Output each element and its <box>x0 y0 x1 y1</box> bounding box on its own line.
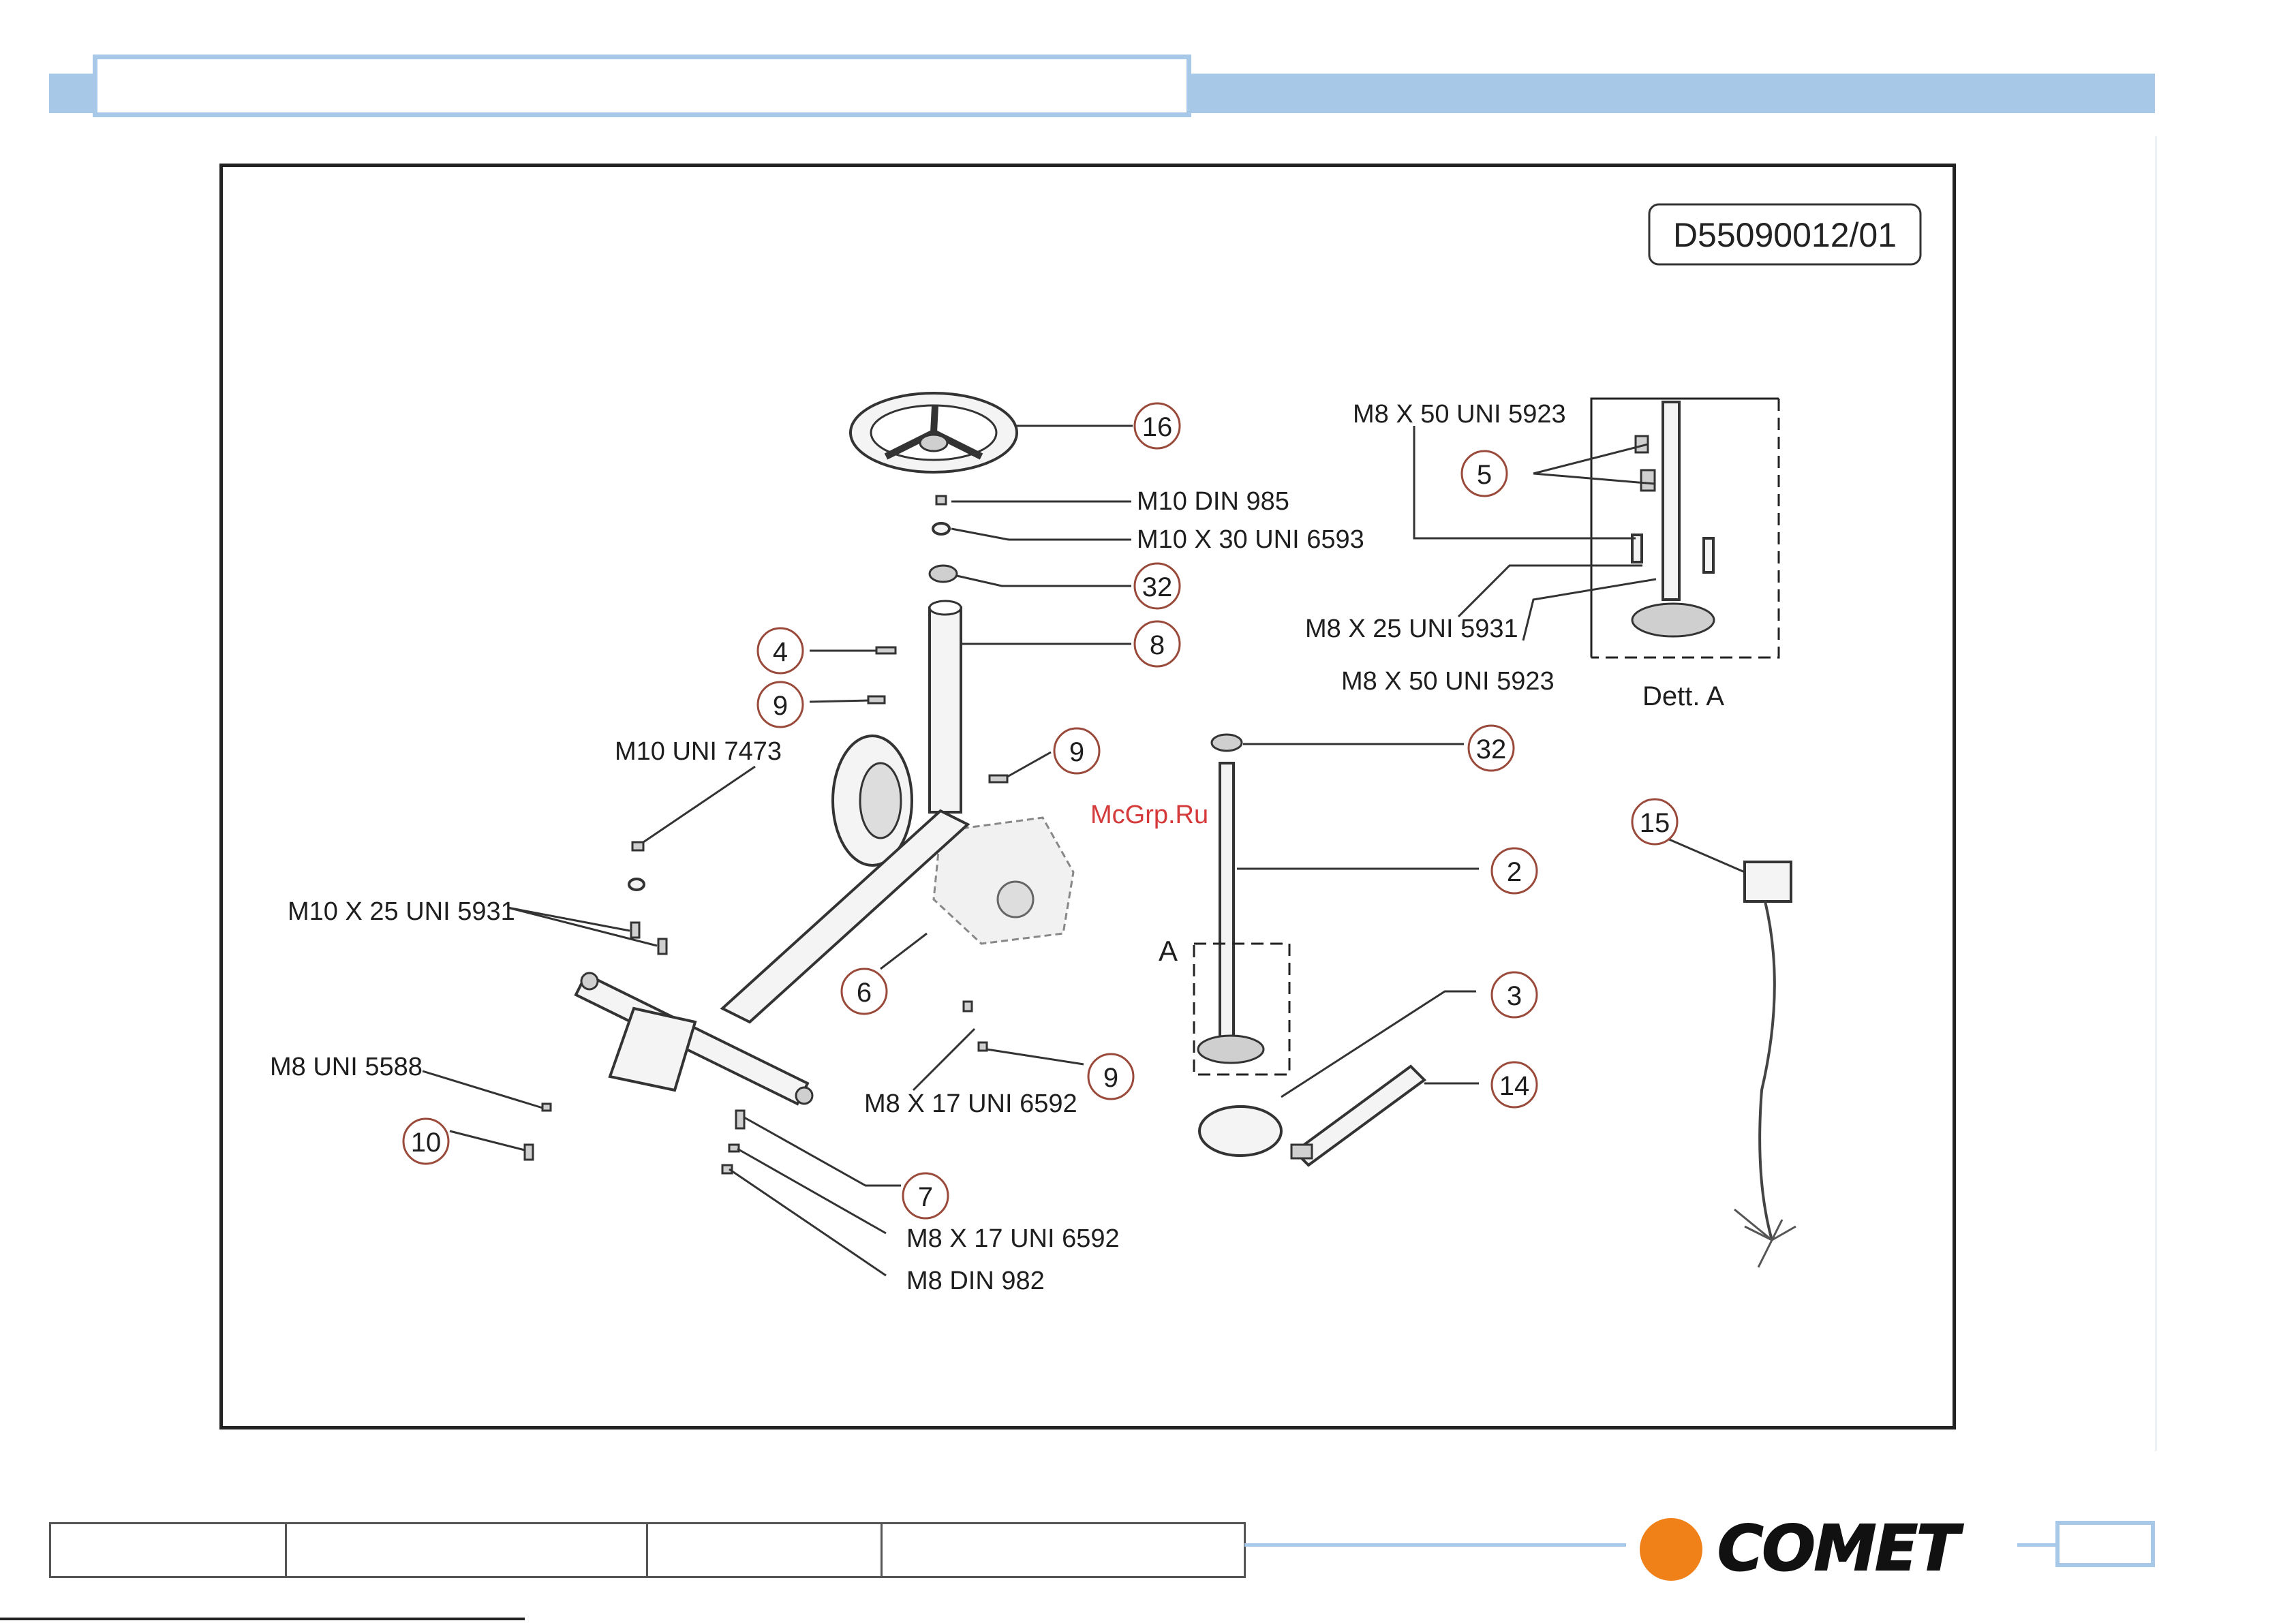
steering-shaft <box>1212 735 1242 1049</box>
label-m8x25-uni5931: M8 X 25 UNI 5931 <box>1305 615 1518 643</box>
label-m8x17-uni6592-mid: M8 X 17 UNI 6592 <box>864 1089 1077 1118</box>
drawing-code: D55090012/01 <box>1673 216 1897 254</box>
callout-9-left: 9 <box>758 682 803 727</box>
detail-a-title: Dett. A <box>1642 681 1724 711</box>
washer-m10b <box>629 879 644 890</box>
callout-14: 14 <box>1492 1062 1537 1107</box>
svg-text:2: 2 <box>1507 857 1522 887</box>
label-m8x17-uni6592-bottom: M8 X 17 UNI 6592 <box>906 1224 1120 1253</box>
svg-text:14: 14 <box>1499 1071 1530 1101</box>
callout-10: 10 <box>403 1119 448 1164</box>
svg-text:6: 6 <box>857 978 872 1008</box>
svg-text:16: 16 <box>1142 412 1173 442</box>
footer-rule-right <box>2017 1543 2058 1547</box>
steering-column-tube <box>930 601 961 812</box>
comet-logo: COMET <box>1630 1507 2012 1589</box>
nut-9c <box>979 1042 987 1051</box>
label-m10-uni7473: M10 UNI 7473 <box>615 737 782 766</box>
svg-text:4: 4 <box>773 637 788 667</box>
logo-dot <box>1640 1518 1702 1581</box>
disc-3 <box>1199 1107 1281 1156</box>
steering-wheel <box>851 393 1017 472</box>
bushing-top <box>930 566 957 582</box>
callout-2: 2 <box>1492 848 1537 893</box>
svg-text:9: 9 <box>1103 1063 1118 1093</box>
detail-a-frame <box>1591 399 1779 658</box>
footer-cell-1 <box>51 1524 287 1576</box>
footer-info-table <box>49 1522 1246 1578</box>
svg-text:15: 15 <box>1640 808 1670 838</box>
svg-text:7: 7 <box>918 1182 933 1212</box>
footer-rule-left <box>1244 1543 1626 1547</box>
label-m10x25-uni5931: M10 X 25 UNI 5931 <box>288 897 515 926</box>
watermark-text: McGrp.Ru <box>1090 801 1208 829</box>
svg-text:9: 9 <box>1069 737 1084 767</box>
label-m10x30-uni6593: M10 X 30 UNI 6593 <box>1137 525 1364 554</box>
callout-3: 3 <box>1492 972 1537 1017</box>
callout-6: 6 <box>842 969 887 1014</box>
page-number-box <box>2055 1521 2155 1567</box>
bolt-m10x25-b <box>658 939 667 954</box>
callout-8: 8 <box>1135 621 1180 666</box>
bolt-9b <box>990 775 1007 782</box>
footer-cell-3 <box>648 1524 883 1576</box>
footer-cell-4 <box>883 1524 1244 1576</box>
nut-m10-7473 <box>632 842 643 850</box>
callout-32-top: 32 <box>1135 563 1180 608</box>
svg-text:9: 9 <box>773 691 788 721</box>
callout-9-mid: 9 <box>1088 1054 1133 1099</box>
label-m8x50-uni5923-bottom: M8 X 50 UNI 5923 <box>1341 667 1555 696</box>
bolt-m10x25-a <box>631 923 639 938</box>
svg-text:32: 32 <box>1476 735 1507 764</box>
harness-connector-14 <box>1291 1066 1424 1165</box>
logo-text: COMET <box>1717 1512 1963 1585</box>
washer-m8 <box>729 1145 739 1151</box>
bolt-9c <box>964 1002 972 1011</box>
flange <box>1198 1036 1264 1063</box>
label-m8-din982: M8 DIN 982 <box>906 1267 1045 1295</box>
callout-32-shaft: 32 <box>1469 726 1514 771</box>
bolt-9a <box>868 696 885 703</box>
callout-15: 15 <box>1632 799 1677 844</box>
label-m8-uni5588: M8 UNI 5588 <box>270 1053 423 1081</box>
callout-7: 7 <box>903 1173 948 1218</box>
svg-text:3: 3 <box>1507 981 1522 1011</box>
svg-text:8: 8 <box>1150 630 1165 660</box>
bolt-4 <box>876 647 896 653</box>
pin-7 <box>736 1111 744 1128</box>
bottom-rule <box>0 1618 525 1620</box>
svg-text:32: 32 <box>1142 572 1173 602</box>
nut-m8-5588 <box>542 1104 551 1111</box>
drawing-code-box: D55090012/01 <box>1649 204 1920 264</box>
washer-m10 <box>933 523 949 534</box>
footer-cell-2 <box>287 1524 648 1576</box>
callout-4: 4 <box>758 628 803 673</box>
callout-16: 16 <box>1135 403 1180 448</box>
svg-text:5: 5 <box>1477 460 1492 490</box>
callout-9-column: 9 <box>1054 728 1099 773</box>
nut-m10 <box>936 496 946 504</box>
bolt-10 <box>525 1145 533 1160</box>
wiring-harness-15 <box>1734 862 1796 1267</box>
label-m8x50-uni5923-top: M8 X 50 UNI 5923 <box>1353 400 1566 429</box>
label-m10-din985: M10 DIN 985 <box>1137 487 1289 516</box>
detail-a-marker: A <box>1159 935 1178 967</box>
axle-frame <box>576 811 968 1104</box>
svg-text:10: 10 <box>411 1128 442 1158</box>
callout-5: 5 <box>1462 451 1507 496</box>
